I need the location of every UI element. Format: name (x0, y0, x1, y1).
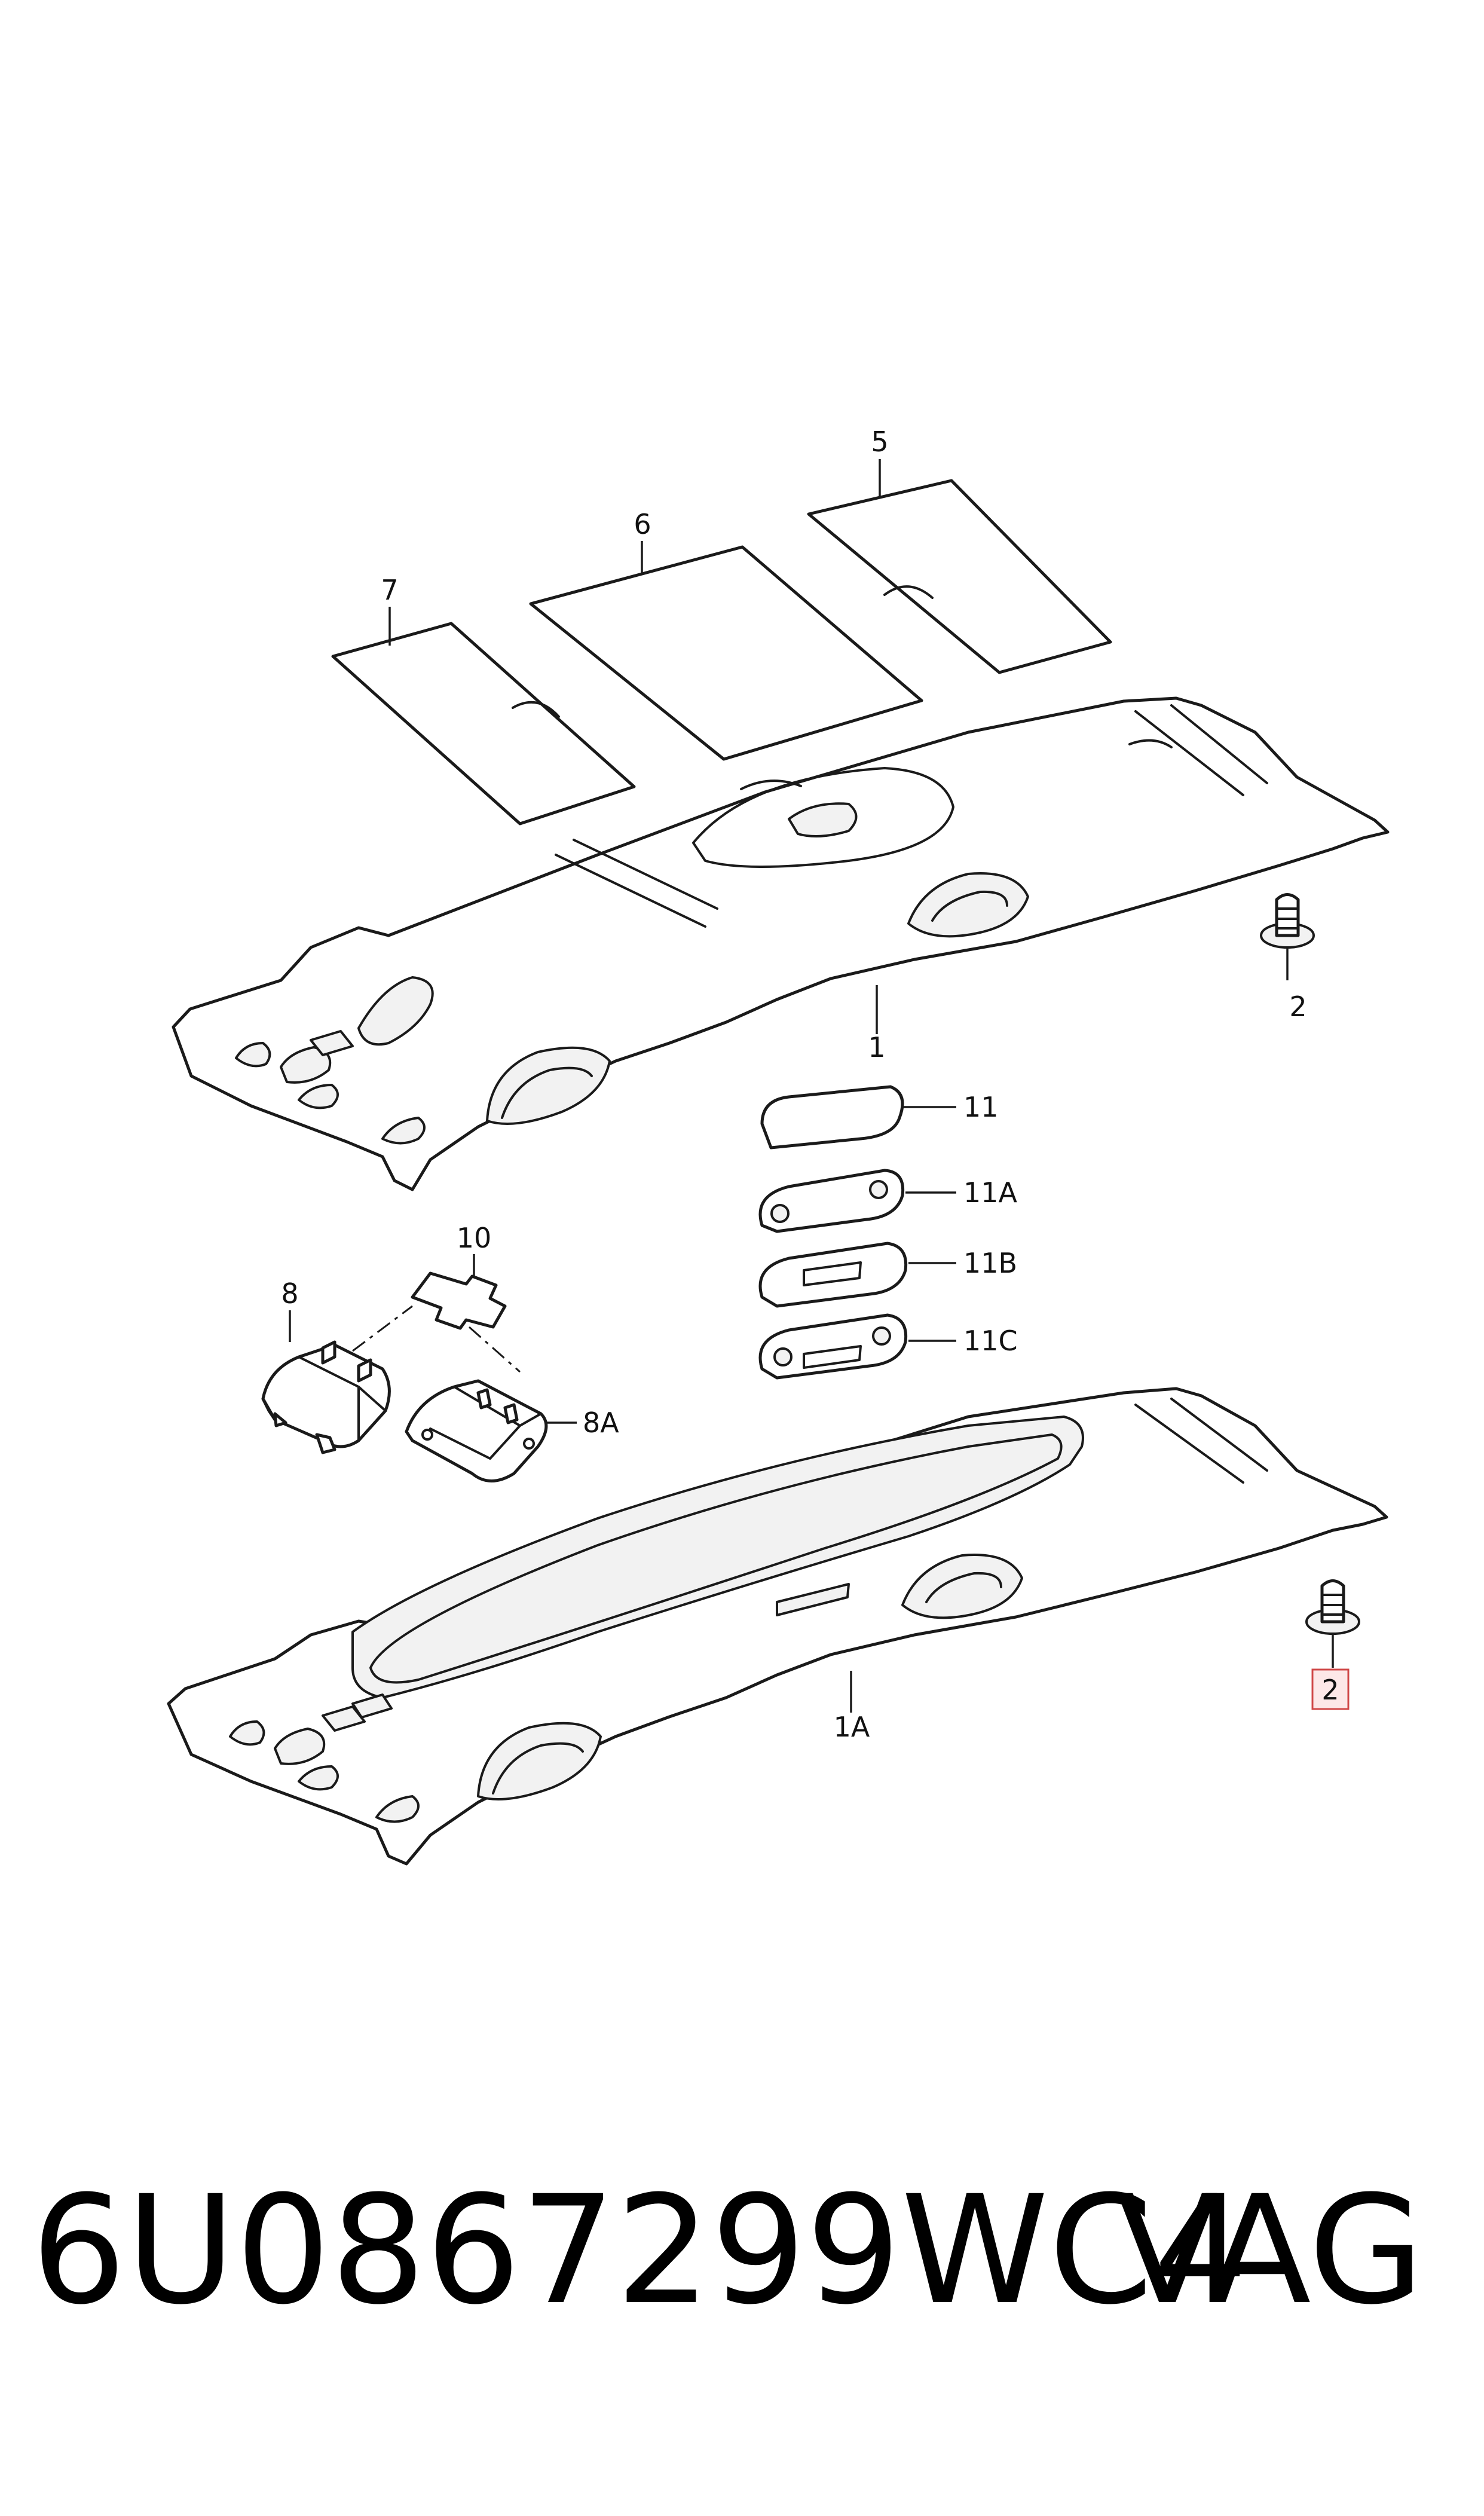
callout-11b: 11B (963, 1247, 1017, 1279)
insulation-pad-7 (331, 622, 636, 826)
handle-cover-11c (758, 1313, 908, 1380)
callout-10: 10 (457, 1222, 492, 1254)
callout-1: 1 (868, 1031, 885, 1063)
callout-11c: 11C (963, 1325, 1018, 1357)
callout-2-top: 2 (1289, 990, 1306, 1023)
insulation-pad-6 (529, 545, 923, 761)
part-number: 6U0867299WC4 (31, 2163, 1249, 2337)
callout-2-highlight (1311, 1668, 1350, 1710)
interior-light-8 (261, 1340, 391, 1454)
handle-cover-11 (760, 1085, 904, 1150)
headliner-1 (172, 696, 1390, 1191)
callout-5: 5 (871, 426, 888, 458)
callout-8a: 8A (583, 1407, 619, 1439)
cover-plate-8a (405, 1379, 548, 1482)
clip-2-top (1260, 893, 1315, 949)
clip-2-bottom (1305, 1579, 1360, 1635)
handle-cover-11b (758, 1242, 908, 1308)
headliner-1a (167, 1387, 1388, 1866)
assembly-line-10-8a (469, 1326, 521, 1373)
callout-11: 11 (963, 1091, 999, 1123)
brand-name: VAG (1116, 2163, 1424, 2337)
holder-10 (411, 1271, 507, 1330)
handle-cover-11a (758, 1169, 905, 1233)
assembly-line-8-10 (352, 1305, 413, 1352)
callout-7: 7 (381, 574, 398, 606)
callout-1a: 1A (834, 1711, 870, 1743)
callout-11a: 11A (963, 1176, 1018, 1209)
callout-6: 6 (634, 508, 651, 540)
callout-2-bottom: 2 (1321, 1674, 1339, 1706)
insulation-pad-5 (807, 479, 1112, 674)
callout-8: 8 (281, 1277, 298, 1310)
